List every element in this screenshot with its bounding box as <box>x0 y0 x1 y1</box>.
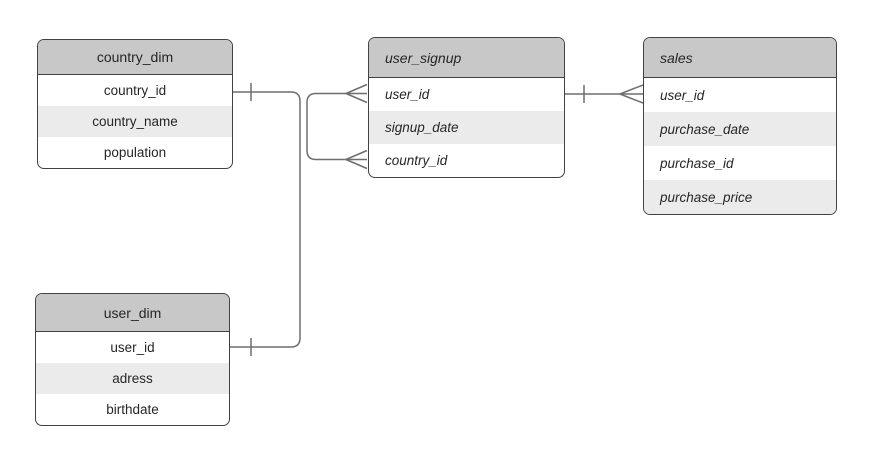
connector-line[interactable] <box>230 91 301 348</box>
column-row[interactable]: country_id <box>103 83 167 98</box>
entity-table-user-dim[interactable]: user_dim user_id adress birthdate <box>35 293 230 426</box>
column-row[interactable]: purchase_id <box>660 155 734 171</box>
column-row[interactable]: purchase_price <box>644 180 836 214</box>
table-title: user_dim <box>36 294 229 332</box>
entity-table-sales[interactable]: sales user_id purchase_date purchase_id … <box>643 37 837 215</box>
column-row[interactable]: user_id <box>660 87 705 103</box>
column-row[interactable]: user_id <box>110 340 155 355</box>
table-title: country_dim <box>38 40 232 75</box>
column-row[interactable]: country_name <box>38 106 232 137</box>
crow-foot-many-icon-sales-user-id <box>619 84 644 104</box>
connector-line[interactable] <box>306 92 367 161</box>
table-title: user_signup <box>369 38 564 78</box>
column-row[interactable]: user_id <box>385 87 430 102</box>
crow-foot-many-icon-user-id <box>345 83 368 104</box>
table-title: sales <box>644 38 836 78</box>
entity-table-country-dim[interactable]: country_dim country_id country_name popu… <box>37 39 233 169</box>
relationship-branches-to-user-signup[interactable] <box>306 83 368 170</box>
column-row[interactable]: adress <box>36 363 229 394</box>
relationship-country-dim-and-user-dim-trunk[interactable] <box>230 83 301 356</box>
column-row[interactable]: birthdate <box>106 402 159 417</box>
crow-foot-many-icon-country-id <box>345 149 368 170</box>
entity-table-user-signup[interactable]: user_signup user_id signup_date country_… <box>368 37 565 178</box>
relationship-user-signup-sales[interactable] <box>565 84 644 104</box>
column-row[interactable]: signup_date <box>369 111 564 144</box>
column-row[interactable]: population <box>103 145 167 160</box>
column-row[interactable]: purchase_date <box>644 112 836 146</box>
column-row[interactable]: country_id <box>385 153 448 168</box>
